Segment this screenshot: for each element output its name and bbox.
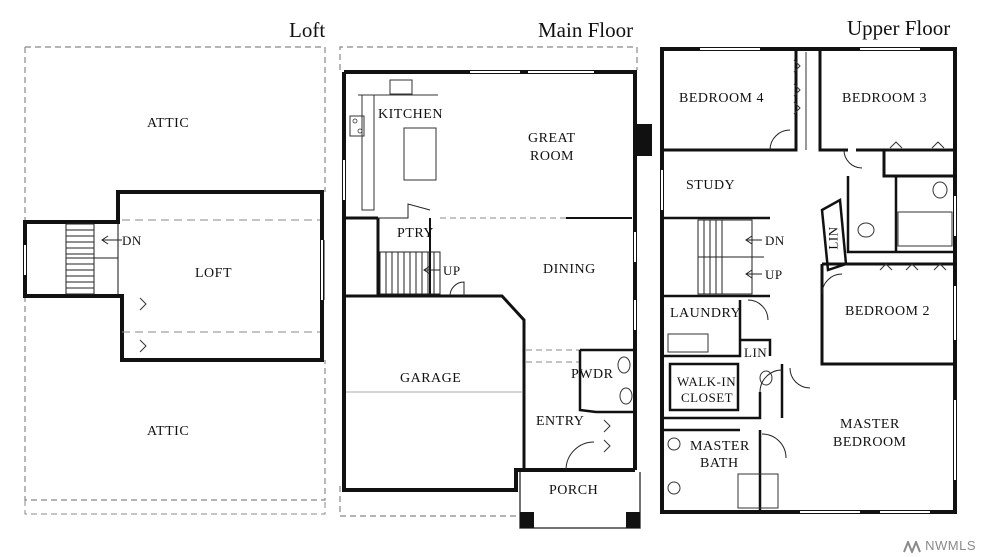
room-porch: PORCH	[549, 483, 599, 498]
room-master-bedroom-line2: BEDROOM	[833, 435, 907, 450]
watermark: NWMLS	[903, 538, 976, 555]
room-walk-in-closet-line1: WALK-IN	[677, 374, 737, 389]
room-study: STUDY	[686, 178, 736, 193]
floor-title-main: Main Floor	[538, 18, 634, 42]
room-great-room-line1: GREAT	[528, 131, 576, 146]
room-walk-in-closet-line2: CLOSET	[681, 390, 734, 405]
room-pantry: PTRY	[397, 226, 435, 241]
room-master-bedroom-line1: MASTER	[840, 417, 900, 432]
stair-dn-label: DN	[122, 233, 142, 248]
room-loft: LOFT	[195, 266, 232, 281]
room-master-bath-line2: BATH	[700, 456, 739, 471]
stair-up-label-upper: UP	[765, 267, 783, 282]
room-master-bath-line1: MASTER	[690, 439, 750, 454]
loft-plan	[23, 46, 326, 515]
watermark-text: NWMLS	[925, 538, 976, 553]
floor-title-loft: Loft	[289, 18, 326, 42]
linen-closet: LIN	[744, 345, 768, 360]
room-powder: PWDR	[571, 367, 614, 382]
room-bedroom-3: BEDROOM 3	[842, 91, 928, 106]
room-bedroom-2: BEDROOM 2	[845, 304, 931, 319]
stair-up-label: UP	[443, 263, 461, 278]
floor-title-upper: Upper Floor	[847, 16, 951, 40]
room-laundry: LAUNDRY	[670, 306, 742, 321]
room-kitchen: KITCHEN	[378, 107, 443, 122]
room-dining: DINING	[543, 262, 596, 277]
room-bedroom-4: BEDROOM 4	[679, 91, 765, 106]
linen-closet-vertical: LIN	[825, 226, 841, 250]
room-attic-bottom: ATTIC	[147, 424, 190, 439]
room-attic-top: ATTIC	[147, 116, 190, 131]
room-garage: GARAGE	[400, 371, 462, 386]
stair-dn-label-upper: DN	[765, 233, 785, 248]
nwmls-logo-icon	[903, 538, 921, 555]
room-great-room-line2: ROOM	[530, 149, 575, 164]
main-floor-plan	[339, 46, 652, 529]
upper-floor-plan	[660, 47, 957, 514]
room-entry: ENTRY	[536, 414, 585, 429]
